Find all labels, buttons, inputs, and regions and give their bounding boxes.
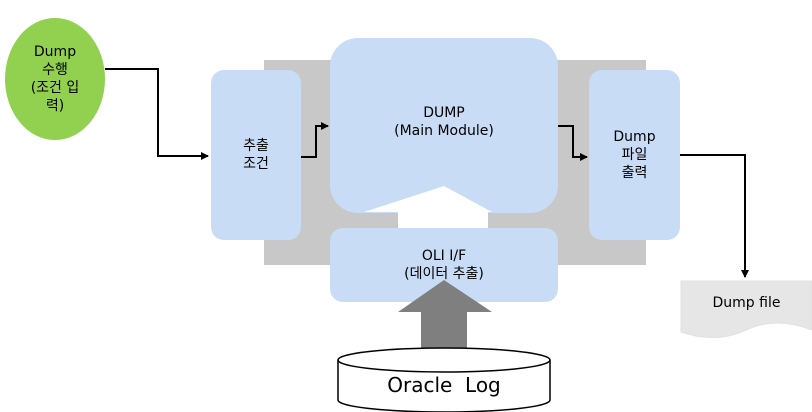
connector-main-to-output [558,125,588,161]
connector-output-to-dumpfile [680,154,749,278]
oracle-log-cylinder-top [337,347,551,373]
connector-extract-to-main [301,122,329,158]
extract-condition-box: 추출 조건 [211,70,301,240]
start-node: Dump 수행 (조건 입 력) [5,18,105,140]
output-file-label: Dump 파일 출력 [613,129,656,181]
connector-start-to-extract [105,68,209,160]
start-node-label: Dump 수행 (조건 입 력) [30,44,80,114]
main-module-box: DUMP (Main Module) [330,38,558,213]
main-module-label: DUMP (Main Module) [394,105,494,139]
white-up-arrow [364,186,492,228]
dump-file-shape [680,280,812,339]
oracle-log-label: Oracle Log [387,373,501,397]
extract-condition-label: 추출 조건 [243,138,269,172]
gray-up-arrow [398,280,492,350]
dump-file-label: Dump file [712,295,781,311]
oli-interface-label: OLI I/F (데이터 추출) [404,248,484,282]
output-file-box: Dump 파일 출력 [589,70,680,240]
